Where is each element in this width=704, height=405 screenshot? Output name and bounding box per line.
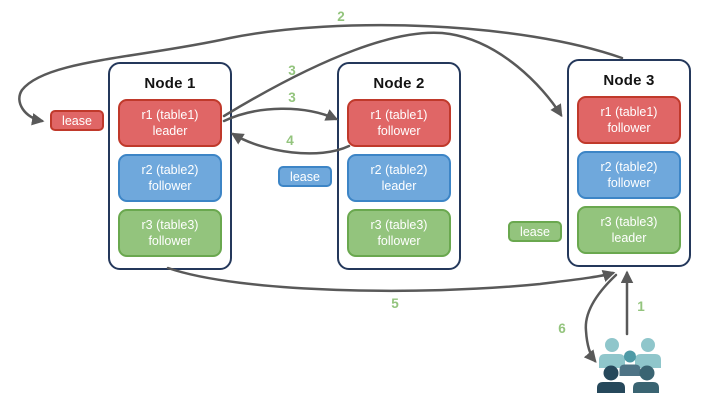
lease-tag-r2: lease bbox=[278, 166, 332, 187]
node-3-replica-r1: r1 (table1) follower bbox=[577, 96, 681, 144]
replica-role: follower bbox=[148, 179, 192, 193]
replica-name: r2 (table2) bbox=[600, 159, 658, 174]
node-2-replica-r1: r1 (table1) follower bbox=[347, 99, 451, 147]
replica-role: follower bbox=[607, 121, 651, 135]
node-1-replica-r3: r3 (table3) follower bbox=[118, 209, 222, 257]
replica-name: r3 (table3) bbox=[141, 217, 199, 232]
node-2-replica-r2: r2 (table2) leader bbox=[347, 154, 451, 202]
replica-name: r1 (table1) bbox=[600, 104, 658, 119]
step-label-5: 5 bbox=[391, 296, 399, 311]
node-3-title: Node 3 bbox=[603, 72, 655, 89]
replica-name: r2 (table2) bbox=[370, 162, 428, 177]
user-group-icon bbox=[597, 338, 661, 393]
user-figure-front-right bbox=[633, 365, 659, 393]
replica-name: r3 (table3) bbox=[600, 214, 658, 229]
arrow-step-3-leader-to-node2 bbox=[222, 107, 339, 123]
node-2-replica-r3: r3 (table3) follower bbox=[347, 209, 451, 257]
node-1-replica-r1: r1 (table1) leader bbox=[118, 99, 222, 147]
node-2-title: Node 2 bbox=[373, 75, 425, 92]
replica-name: r1 (table1) bbox=[370, 107, 428, 122]
replica-role: leader bbox=[381, 179, 417, 193]
user-figure-back-right bbox=[635, 338, 661, 368]
node-1-title: Node 1 bbox=[144, 75, 196, 92]
node-1: Node 1 r1 (table1) leader r2 (table2) fo… bbox=[108, 62, 232, 270]
step-label-6: 6 bbox=[558, 321, 566, 336]
node-1-replica-r2: r2 (table2) follower bbox=[118, 154, 222, 202]
step-label-2: 2 bbox=[337, 9, 345, 24]
lease-tag-r3: lease bbox=[508, 221, 562, 242]
replica-role: leader bbox=[611, 231, 647, 245]
node-3-replica-r3: r3 (table3) leader bbox=[577, 206, 681, 254]
step-label-3a: 3 bbox=[288, 63, 296, 78]
replica-name: r2 (table2) bbox=[141, 162, 199, 177]
node-2: Node 2 r1 (table1) follower r2 (table2) … bbox=[337, 62, 461, 270]
replica-role: follower bbox=[607, 176, 651, 190]
step-label-1: 1 bbox=[637, 299, 645, 314]
replica-name: r1 (table1) bbox=[141, 107, 199, 122]
replica-role: follower bbox=[377, 124, 421, 138]
step-label-3b: 3 bbox=[288, 90, 296, 105]
user-figure-front-left bbox=[597, 365, 625, 393]
step-label-4: 4 bbox=[286, 133, 294, 148]
lease-tag-r1: lease bbox=[50, 110, 104, 131]
user-figure-back-left bbox=[599, 338, 625, 368]
node-3-replica-r2: r2 (table2) follower bbox=[577, 151, 681, 199]
replica-role: follower bbox=[148, 234, 192, 248]
arrow-step-5-node1-to-node3 bbox=[166, 266, 616, 293]
replica-role: leader bbox=[152, 124, 188, 138]
user-figure-middle bbox=[619, 350, 641, 376]
replica-name: r3 (table3) bbox=[370, 217, 428, 232]
node-3: Node 3 r1 (table1) follower r2 (table2) … bbox=[567, 59, 691, 267]
replica-role: follower bbox=[377, 234, 421, 248]
